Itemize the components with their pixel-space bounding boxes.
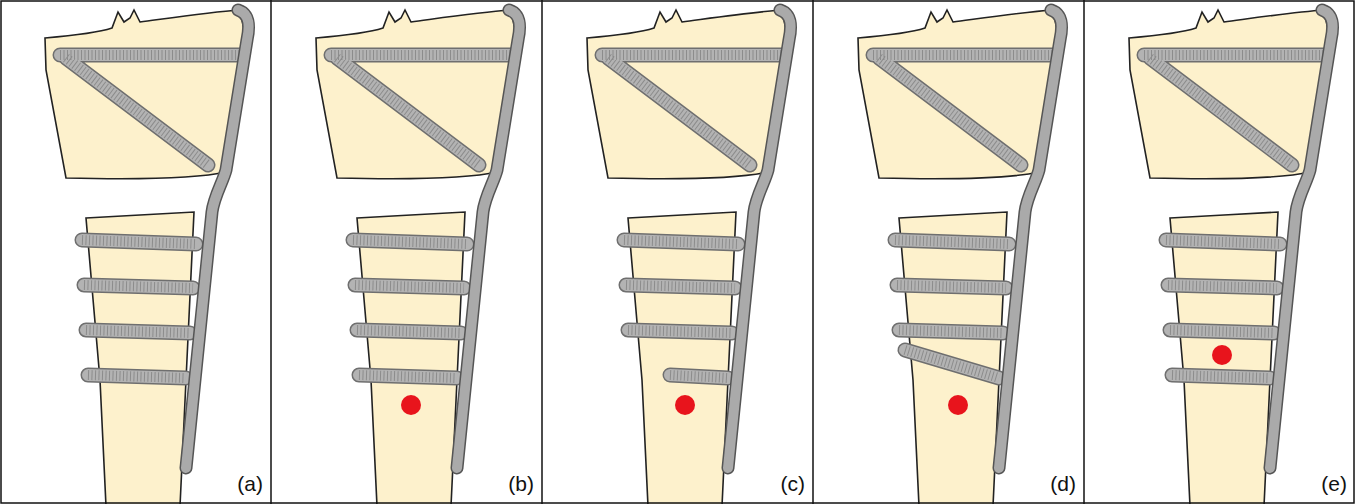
panel-label: (c) [781,473,806,494]
panel-label: (b) [508,473,534,494]
panel-label: (e) [1321,473,1347,494]
panel-label: (a) [237,473,263,494]
panel-label: (d) [1050,473,1076,494]
